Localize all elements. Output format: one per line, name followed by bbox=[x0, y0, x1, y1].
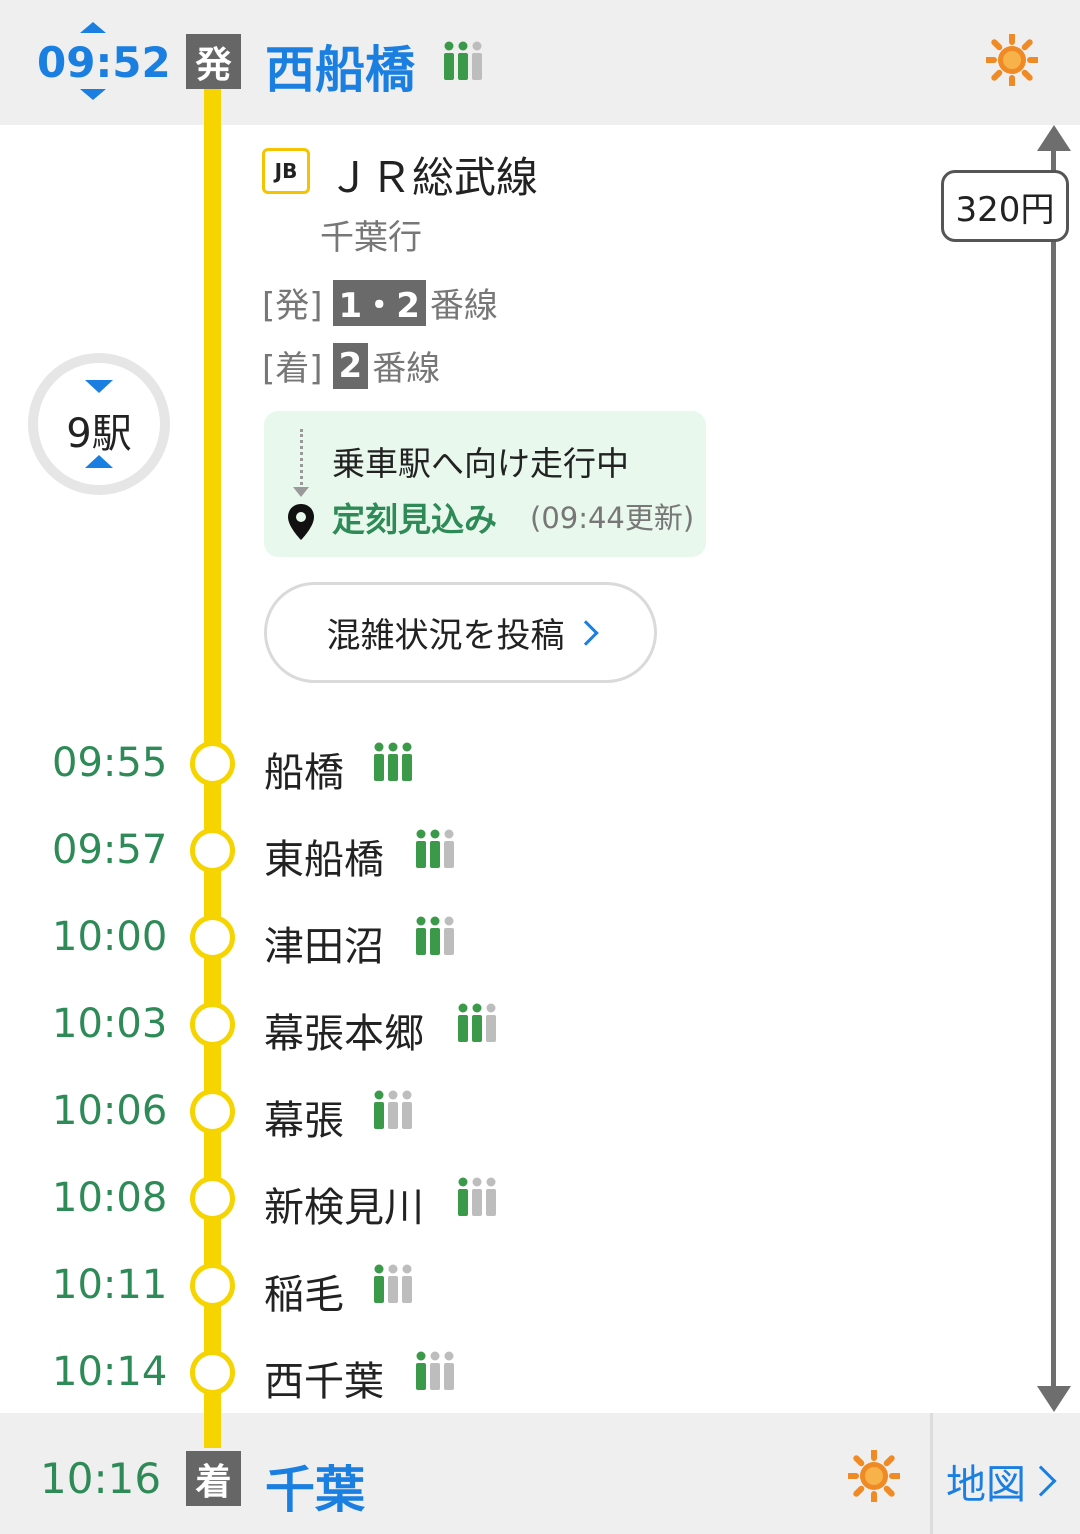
departure-time-stepper[interactable]: 09:52 bbox=[30, 22, 171, 100]
stop-node bbox=[190, 1176, 235, 1221]
departure-platform: [発] 1・2 番線 bbox=[262, 278, 498, 327]
arrival-badge: 着 bbox=[186, 1451, 241, 1506]
line-symbol-icon: JB bbox=[262, 148, 310, 194]
post-congestion-label: 混雑状況を投稿 bbox=[326, 616, 565, 656]
stop-time: 10:08 bbox=[52, 1175, 168, 1221]
platform-number: 1・2 bbox=[332, 279, 426, 326]
status-on-time: 定刻見込み bbox=[332, 500, 497, 539]
stop-node bbox=[190, 1263, 235, 1308]
location-pin-icon bbox=[286, 503, 316, 541]
stop-time: 09:57 bbox=[52, 827, 168, 873]
arrival-platform: [着] 2 番線 bbox=[262, 341, 440, 390]
departure-badge: 発 bbox=[186, 34, 241, 89]
sunny-icon[interactable] bbox=[986, 34, 1038, 86]
status-running: 乗車駅へ向け走行中 bbox=[332, 444, 629, 483]
stop-name[interactable]: 津田沼 bbox=[264, 924, 384, 970]
chevron-down-icon bbox=[85, 380, 113, 393]
crowd-level-icon bbox=[414, 915, 456, 957]
stop-name[interactable]: 稲毛 bbox=[264, 1272, 344, 1318]
chevron-down-icon[interactable] bbox=[80, 89, 106, 100]
chevron-up-icon[interactable] bbox=[80, 22, 106, 33]
fare-badge[interactable]: 320円 bbox=[941, 170, 1069, 242]
stop-time: 10:03 bbox=[52, 1001, 168, 1047]
line-name[interactable]: ＪＲ総武線 bbox=[328, 153, 539, 202]
crowd-level-icon bbox=[456, 1176, 498, 1218]
arrival-footer bbox=[0, 1413, 1080, 1534]
chevron-right-icon bbox=[1025, 1465, 1057, 1497]
crowd-level-icon bbox=[442, 40, 484, 82]
crowd-level-icon bbox=[414, 828, 456, 870]
departure-time: 09:52 bbox=[37, 38, 171, 87]
platform-prefix: [発] bbox=[262, 286, 323, 326]
stop-node bbox=[190, 1089, 235, 1134]
stop-node bbox=[190, 741, 235, 786]
train-status-card[interactable]: 乗車駅へ向け走行中 定刻見込み (09:44更新) bbox=[264, 411, 706, 557]
stop-name[interactable]: 新検見川 bbox=[264, 1185, 424, 1231]
crowd-level-icon bbox=[372, 741, 414, 783]
stop-node bbox=[190, 915, 235, 960]
platform-number: 2 bbox=[332, 342, 369, 389]
stop-time: 10:11 bbox=[52, 1262, 168, 1308]
stop-time: 10:00 bbox=[52, 914, 168, 960]
platform-prefix: [着] bbox=[262, 349, 323, 389]
crowd-level-icon bbox=[456, 1002, 498, 1044]
departure-station[interactable]: 西船橋 bbox=[265, 41, 415, 99]
stop-time: 10:14 bbox=[52, 1349, 168, 1395]
dotted-line-icon bbox=[300, 429, 304, 491]
map-link-label: 地図 bbox=[946, 1462, 1026, 1508]
post-congestion-button[interactable]: 混雑状況を投稿 bbox=[264, 582, 657, 683]
stop-time: 09:55 bbox=[52, 740, 168, 786]
arrival-station[interactable]: 千葉 bbox=[265, 1461, 365, 1519]
stop-name[interactable]: 西千葉 bbox=[264, 1359, 384, 1405]
footer-divider bbox=[930, 1413, 933, 1534]
fare-track bbox=[1051, 148, 1056, 1388]
sunny-icon[interactable] bbox=[848, 1450, 900, 1502]
departure-header bbox=[0, 0, 1080, 125]
crowd-level-icon bbox=[372, 1089, 414, 1131]
stop-count: 9駅 bbox=[66, 411, 132, 457]
chevron-right-icon bbox=[572, 619, 599, 646]
crowd-level-icon bbox=[414, 1350, 456, 1392]
stop-name[interactable]: 船橋 bbox=[264, 750, 344, 796]
stop-node bbox=[190, 1350, 235, 1395]
stop-name[interactable]: 東船橋 bbox=[264, 837, 384, 883]
chevron-up-icon bbox=[85, 455, 113, 468]
platform-suffix: 番線 bbox=[429, 286, 498, 326]
stop-count-toggle[interactable]: 9駅 bbox=[28, 353, 170, 495]
stop-name[interactable]: 幕張本郷 bbox=[264, 1011, 424, 1057]
platform-suffix: 番線 bbox=[372, 349, 441, 389]
crowd-level-icon bbox=[372, 1263, 414, 1305]
line-destination: 千葉行 bbox=[320, 218, 422, 258]
arrow-down-icon bbox=[293, 487, 309, 497]
arrow-up-icon bbox=[1037, 125, 1071, 151]
stop-node bbox=[190, 1002, 235, 1047]
stop-time: 10:06 bbox=[52, 1088, 168, 1134]
stop-node bbox=[190, 828, 235, 873]
arrow-down-icon bbox=[1037, 1386, 1071, 1412]
arrival-time: 10:16 bbox=[40, 1454, 162, 1503]
map-link[interactable]: 地図 bbox=[946, 1452, 1057, 1510]
status-updated-time: (09:44更新) bbox=[530, 501, 695, 535]
stop-name[interactable]: 幕張 bbox=[264, 1098, 344, 1144]
